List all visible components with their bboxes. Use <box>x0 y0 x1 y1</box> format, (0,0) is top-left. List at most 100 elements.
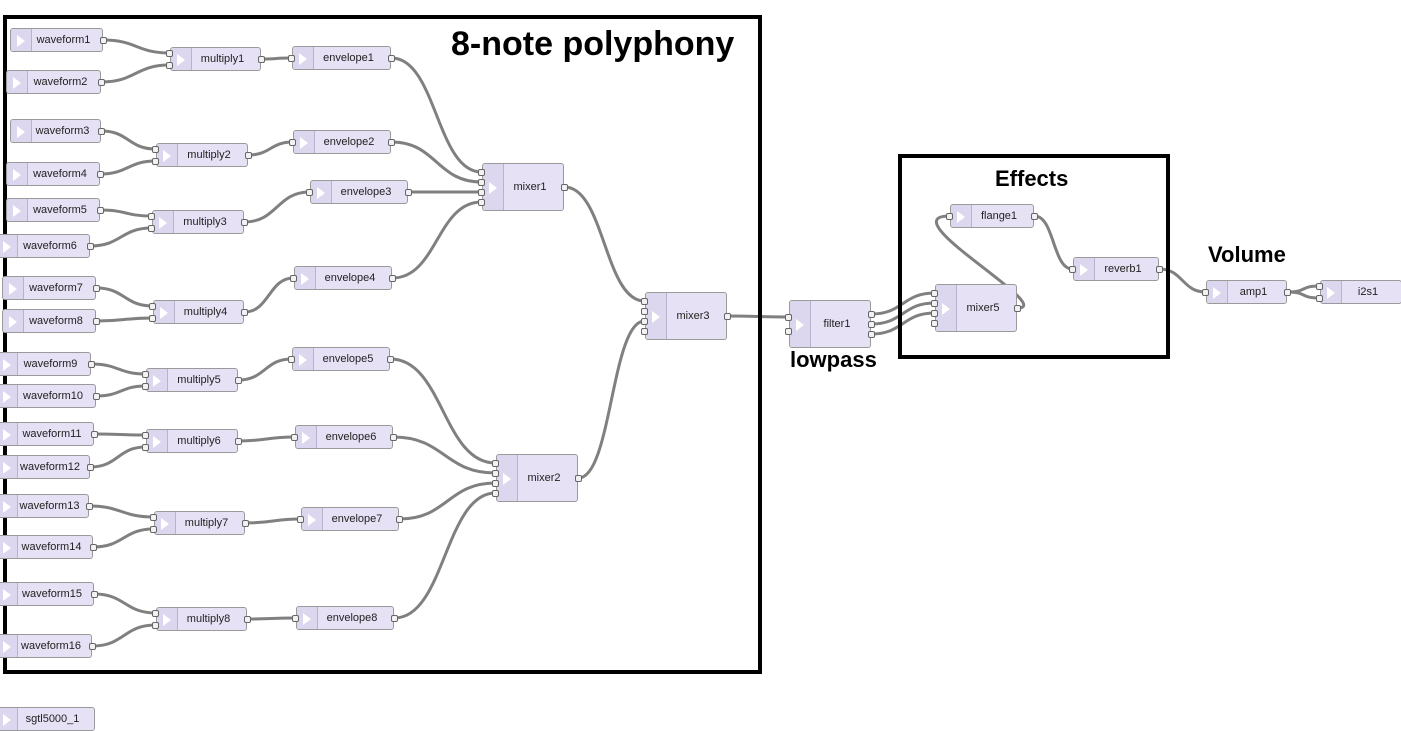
output-port[interactable] <box>868 310 875 318</box>
output-port[interactable] <box>88 360 95 368</box>
node-envelope4[interactable]: envelope4 <box>294 266 392 290</box>
output-port[interactable] <box>90 543 97 551</box>
output-port[interactable] <box>724 312 731 320</box>
output-port[interactable] <box>235 437 242 445</box>
output-port[interactable] <box>241 218 248 226</box>
output-port[interactable] <box>1284 288 1291 296</box>
node-waveform10[interactable]: waveform10 <box>0 384 96 408</box>
node-waveform2[interactable]: waveform2 <box>6 70 101 94</box>
output-port[interactable] <box>86 502 93 510</box>
node-envelope7[interactable]: envelope7 <box>301 507 399 531</box>
input-port[interactable] <box>1202 288 1209 296</box>
node-waveform16[interactable]: waveform16 <box>0 634 92 658</box>
node-waveform6[interactable]: waveform6 <box>0 234 90 258</box>
input-port[interactable] <box>142 382 149 390</box>
output-port[interactable] <box>93 392 100 400</box>
node-amp1[interactable]: amp1 <box>1206 280 1287 304</box>
output-port[interactable] <box>561 183 568 191</box>
input-port[interactable] <box>478 198 485 206</box>
input-port[interactable] <box>306 188 313 196</box>
input-port[interactable] <box>492 459 499 467</box>
node-waveform13[interactable]: waveform13 <box>0 494 89 518</box>
output-port[interactable] <box>100 36 107 44</box>
node-mixer5[interactable]: mixer5 <box>935 284 1017 332</box>
input-port[interactable] <box>641 327 648 335</box>
input-port[interactable] <box>931 319 938 327</box>
node-waveform9[interactable]: waveform9 <box>0 352 91 376</box>
output-port[interactable] <box>245 151 252 159</box>
output-port[interactable] <box>91 590 98 598</box>
node-waveform8[interactable]: waveform8 <box>2 309 96 333</box>
input-port[interactable] <box>931 309 938 317</box>
output-port[interactable] <box>387 355 394 363</box>
node-mixer3[interactable]: mixer3 <box>645 292 727 340</box>
input-port[interactable] <box>288 54 295 62</box>
output-port[interactable] <box>91 430 98 438</box>
input-port[interactable] <box>152 145 159 153</box>
input-port[interactable] <box>1069 265 1076 273</box>
output-port[interactable] <box>405 188 412 196</box>
input-port[interactable] <box>142 370 149 378</box>
node-mixer2[interactable]: mixer2 <box>496 454 578 502</box>
node-waveform7[interactable]: waveform7 <box>2 276 96 300</box>
input-port[interactable] <box>150 525 157 533</box>
output-port[interactable] <box>97 170 104 178</box>
input-port[interactable] <box>478 188 485 196</box>
output-port[interactable] <box>396 515 403 523</box>
output-port[interactable] <box>87 242 94 250</box>
node-waveform15[interactable]: waveform15 <box>0 582 94 606</box>
output-port[interactable] <box>389 274 396 282</box>
node-multiply1[interactable]: multiply1 <box>170 47 261 71</box>
input-port[interactable] <box>641 307 648 315</box>
output-port[interactable] <box>868 320 875 328</box>
input-port[interactable] <box>785 313 792 321</box>
node-multiply7[interactable]: multiply7 <box>154 511 245 535</box>
output-port[interactable] <box>1031 212 1038 220</box>
input-port[interactable] <box>492 479 499 487</box>
output-port[interactable] <box>87 463 94 471</box>
input-port[interactable] <box>166 61 173 69</box>
input-port[interactable] <box>1316 282 1323 290</box>
output-port[interactable] <box>1156 265 1163 273</box>
input-port[interactable] <box>931 299 938 307</box>
node-envelope5[interactable]: envelope5 <box>292 347 390 371</box>
input-port[interactable] <box>641 317 648 325</box>
input-port[interactable] <box>492 489 499 497</box>
input-port[interactable] <box>291 433 298 441</box>
node-multiply3[interactable]: multiply3 <box>152 210 244 234</box>
output-port[interactable] <box>97 206 104 214</box>
node-reverb1[interactable]: reverb1 <box>1073 257 1159 281</box>
output-port[interactable] <box>1014 304 1021 312</box>
input-port[interactable] <box>149 314 156 322</box>
output-port[interactable] <box>388 138 395 146</box>
node-i2s1[interactable]: i2s1 <box>1320 280 1401 304</box>
node-filter1[interactable]: filter1 <box>789 300 871 348</box>
input-port[interactable] <box>152 621 159 629</box>
input-port[interactable] <box>478 178 485 186</box>
output-port[interactable] <box>235 376 242 384</box>
output-port[interactable] <box>98 127 105 135</box>
node-mixer1[interactable]: mixer1 <box>482 163 564 211</box>
wire-amp1-to-i2s1[interactable] <box>1286 284 1321 294</box>
input-port[interactable] <box>288 355 295 363</box>
output-port[interactable] <box>241 308 248 316</box>
output-port[interactable] <box>388 54 395 62</box>
input-port[interactable] <box>149 302 156 310</box>
output-port[interactable] <box>89 642 96 650</box>
node-waveform3[interactable]: waveform3 <box>10 119 101 143</box>
input-port[interactable] <box>641 297 648 305</box>
node-multiply2[interactable]: multiply2 <box>156 143 248 167</box>
input-port[interactable] <box>150 513 157 521</box>
output-port[interactable] <box>868 330 875 338</box>
input-port[interactable] <box>289 138 296 146</box>
node-envelope1[interactable]: envelope1 <box>292 46 391 70</box>
input-port[interactable] <box>297 515 304 523</box>
node-waveform11[interactable]: waveform11 <box>0 422 94 446</box>
input-port[interactable] <box>1316 294 1323 302</box>
node-multiply6[interactable]: multiply6 <box>146 429 238 453</box>
output-port[interactable] <box>93 317 100 325</box>
output-port[interactable] <box>244 615 251 623</box>
input-port[interactable] <box>785 327 792 335</box>
output-port[interactable] <box>93 284 100 292</box>
output-port[interactable] <box>391 614 398 622</box>
